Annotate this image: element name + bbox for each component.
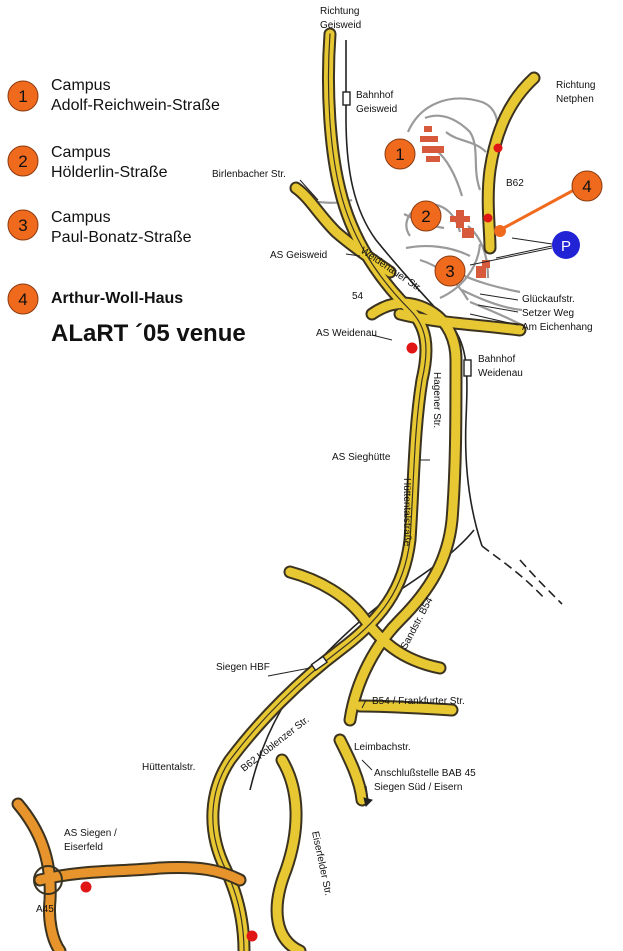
label-as-weidenau: AS Weidenau: [316, 328, 377, 339]
label-a45: A45: [36, 904, 54, 915]
label-leaders: [267, 179, 519, 807]
map-marker-2: 2: [410, 200, 442, 232]
legend-marker-3: 3: [7, 209, 39, 241]
legend-item-2-line1: Campus: [51, 144, 111, 161]
legend-item-4-title: Arthur-Woll-Haus: [51, 290, 184, 307]
svg-text:2: 2: [421, 207, 430, 226]
label-b62-north: B62: [506, 178, 524, 189]
legend-item-2: Campus Hölderlin-Straße: [51, 143, 167, 183]
legend-item-1-line2: Adolf-Reichwein-Straße: [51, 97, 220, 114]
legend-item-2-line2: Hölderlin-Straße: [51, 164, 168, 181]
label-anschlussstelle: Siegen Süd / Eisern: [374, 782, 462, 793]
legend-item-3: Campus Paul-Bonatz-Straße: [51, 208, 192, 248]
station-icon: [342, 91, 351, 106]
label-bahnhof-geisweid: Bahnhof: [356, 90, 393, 101]
legend-item-3-line1: Campus: [51, 209, 111, 226]
legend-marker-1: 1: [7, 80, 39, 112]
label-as-sieghuette: AS Sieghütte: [332, 452, 391, 463]
label-richtung-netphen: Richtung: [556, 80, 595, 91]
main-road-network: [206, 27, 541, 951]
label-glueckaufstr: Glückaufstr.: [522, 294, 575, 305]
label-bahnhof-weidenau: Bahnhof: [478, 354, 515, 365]
label-eiserfelder-str: Eiserfelder Str.: [309, 830, 333, 896]
label-siegen-hbf: Siegen HBF: [216, 662, 270, 673]
label-richtung-geisweid: Geisweid: [320, 20, 361, 31]
legend-item-3-line2: Paul-Bonatz-Straße: [51, 229, 192, 246]
label-leimbachstr: Leimbachstr.: [354, 742, 411, 753]
label-bahnhof-weidenau: Weidenau: [478, 368, 523, 379]
label-anschlussstelle: Anschlußstelle BAB 45: [374, 768, 476, 779]
autobahn-a45: [11, 797, 247, 951]
label-huettentalstr: Hüttentalstr.: [142, 762, 195, 773]
legend-marker-2: 2: [7, 145, 39, 177]
legend-item-1: Campus Adolf-Reichwein-Straße: [51, 76, 220, 116]
station-icon: [463, 359, 472, 377]
svg-text:1: 1: [18, 87, 27, 106]
label-hagener-str: Hagener Str.: [431, 372, 442, 428]
label-setzer-weg: Setzer Weg: [522, 308, 574, 319]
svg-text:4: 4: [582, 177, 591, 196]
map-marker-1: 1: [384, 138, 416, 170]
label-huettentalstrasse: Hüttentalstraße: [401, 478, 412, 547]
legend-item-1-line1: Campus: [51, 77, 111, 94]
label-am-eichenhang: Am Eichenhang: [522, 322, 593, 333]
label-as-siegen: AS Siegen /: [64, 828, 117, 839]
station-icon: [310, 655, 329, 672]
svg-text:2: 2: [18, 152, 27, 171]
map-marker-4: 4: [494, 170, 603, 237]
label-richtung-geisweid: Richtung: [320, 6, 359, 17]
label-b54-frankfurter: B54 / Frankfurter Str.: [372, 696, 465, 707]
label-birlenbacher: Birlenbacher Str.: [212, 169, 286, 180]
svg-text:1: 1: [395, 145, 404, 164]
svg-text:3: 3: [445, 262, 454, 281]
campus-buildings: [420, 126, 490, 278]
label-as-geisweid: AS Geisweid: [270, 250, 327, 261]
exit-dots: [80, 143, 503, 942]
label-as-siegen: Eiserfeld: [64, 842, 103, 853]
label-b54-number: 54: [352, 291, 364, 302]
legend-item-4-venue: ALaRT ´05 venue: [51, 320, 246, 347]
label-bahnhof-geisweid: Geisweid: [356, 104, 397, 115]
parking-icon: P: [469, 231, 580, 266]
label-richtung-netphen: Netphen: [556, 94, 594, 105]
svg-text:P: P: [561, 238, 571, 255]
legend-marker-4: 4: [7, 283, 39, 315]
svg-text:3: 3: [18, 216, 27, 235]
map-marker-3: 3: [434, 255, 466, 287]
svg-text:4: 4: [18, 290, 27, 309]
